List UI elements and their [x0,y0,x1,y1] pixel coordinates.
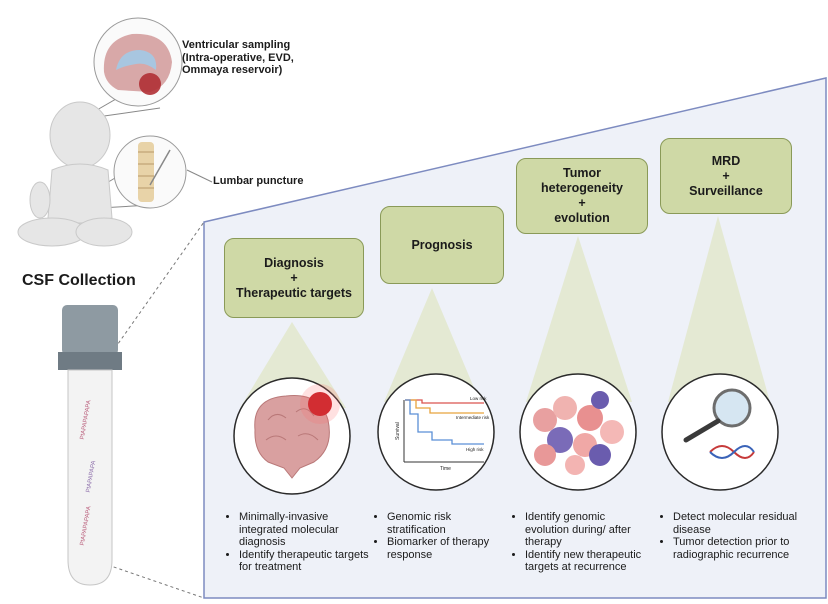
connector-line [186,169,213,183]
bullet-item: Tumor detection prior to radiographic re… [673,536,810,561]
km-ylabel: Survival [395,422,401,440]
box-diagnosis: Diagnosis+Therapeutic targets [224,238,364,318]
tumor-cells-icon [533,391,624,475]
km-xlabel: Time [440,466,451,472]
bullet-item: Identify new therapeutic targets at recu… [525,549,652,574]
bullet-item: Minimally-invasive integrated molecular … [239,511,372,549]
bullet-item: Genomic risk stratification [387,511,508,536]
bullet-item: Identify therapeutic targets for treatme… [239,549,372,574]
connector-dashed [107,221,205,359]
km-curve-high [405,399,484,445]
km-plot: Low risk Intermediate risk High risk Tim… [395,396,490,472]
dna-icon [709,445,755,459]
csf-tube-icon [58,305,122,586]
detail-circle [661,373,779,491]
km-series-label: High risk [466,447,484,452]
spotlight-cone [526,236,632,402]
bullet-item: Identify genomic evolution during/ after… [525,511,652,549]
box-prognosis: Prognosis [380,206,504,284]
bullet-item: Detect molecular residual disease [673,511,810,536]
box-mrd: MRD+Surveillance [660,138,792,214]
bullet-item: Biomarker of therapy response [387,536,508,561]
km-series-label: Low risk [470,396,487,401]
bullets-mrd: Detect molecular residual diseaseTumor d… [660,511,810,561]
magnifier-icon [683,388,752,443]
spotlight-cone [384,288,480,402]
km-series-label: Intermediate risk [456,415,490,420]
bullets-heterogeneity: Identify genomic evolution during/ after… [512,511,652,574]
connector-dashed [107,564,205,599]
lumbar-puncture-label: Lumbar puncture [213,175,304,187]
bullets-diagnosis: Minimally-invasive integrated molecular … [226,511,372,574]
spine-inset-icon [113,135,187,209]
spotlight-cone [668,216,770,402]
infant-illustration [17,101,133,247]
bullets-prognosis: Genomic risk stratificationBiomarker of … [374,511,508,561]
ventricular-sampling-label: Ventricular sampling (Intra-operative, E… [182,39,294,76]
brain-coronal-icon [254,384,340,479]
csf-collection-title: CSF Collection [22,272,136,289]
brain-inset-icon [93,17,183,107]
km-curve-intermediate [405,399,484,414]
